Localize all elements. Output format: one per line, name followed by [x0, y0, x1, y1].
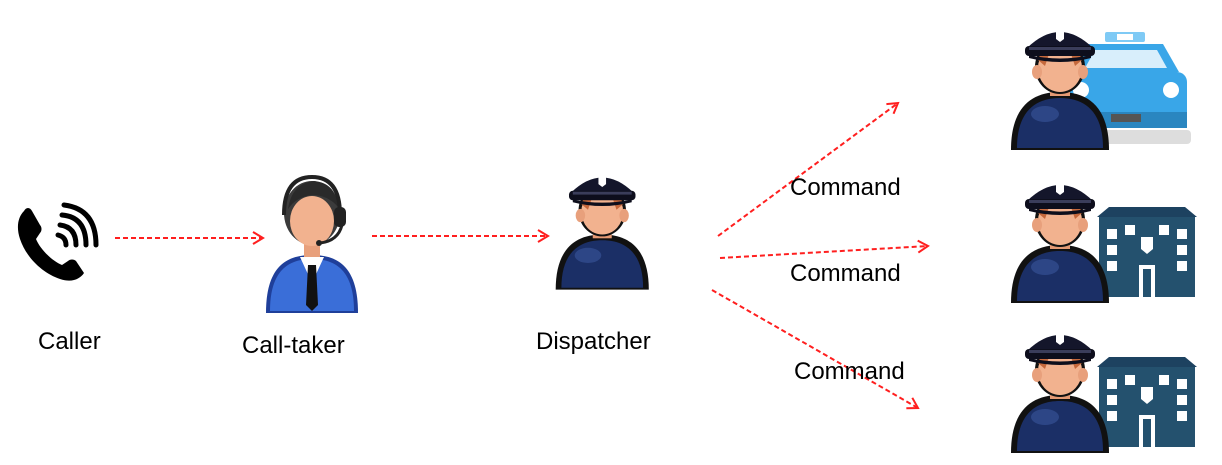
police-car-unit-icon [1011, 31, 1191, 150]
arrow-command-to-unit-2 [719, 239, 930, 259]
call-taker-label: Call-taker [242, 332, 345, 359]
police-station-icon [1097, 207, 1197, 297]
police-officer-icon [555, 176, 649, 290]
command-label: Command [790, 260, 901, 287]
phone-call-icon [17, 202, 99, 281]
call-taker-headset-icon [266, 174, 358, 313]
police-station-unit-icon [1011, 334, 1197, 453]
command-label: Command [790, 174, 901, 201]
police-station-unit-icon [1011, 184, 1197, 303]
arrow-command-to-unit-1 [717, 101, 900, 237]
police-officer-icon [1011, 184, 1109, 303]
dispatcher-label: Dispatcher [536, 328, 651, 355]
arrow-command-to-unit-3 [711, 289, 920, 410]
police-officer-icon [1011, 334, 1109, 453]
command-label: Command [794, 358, 905, 385]
caller-label: Caller [38, 328, 101, 355]
police-station-icon [1097, 357, 1197, 447]
